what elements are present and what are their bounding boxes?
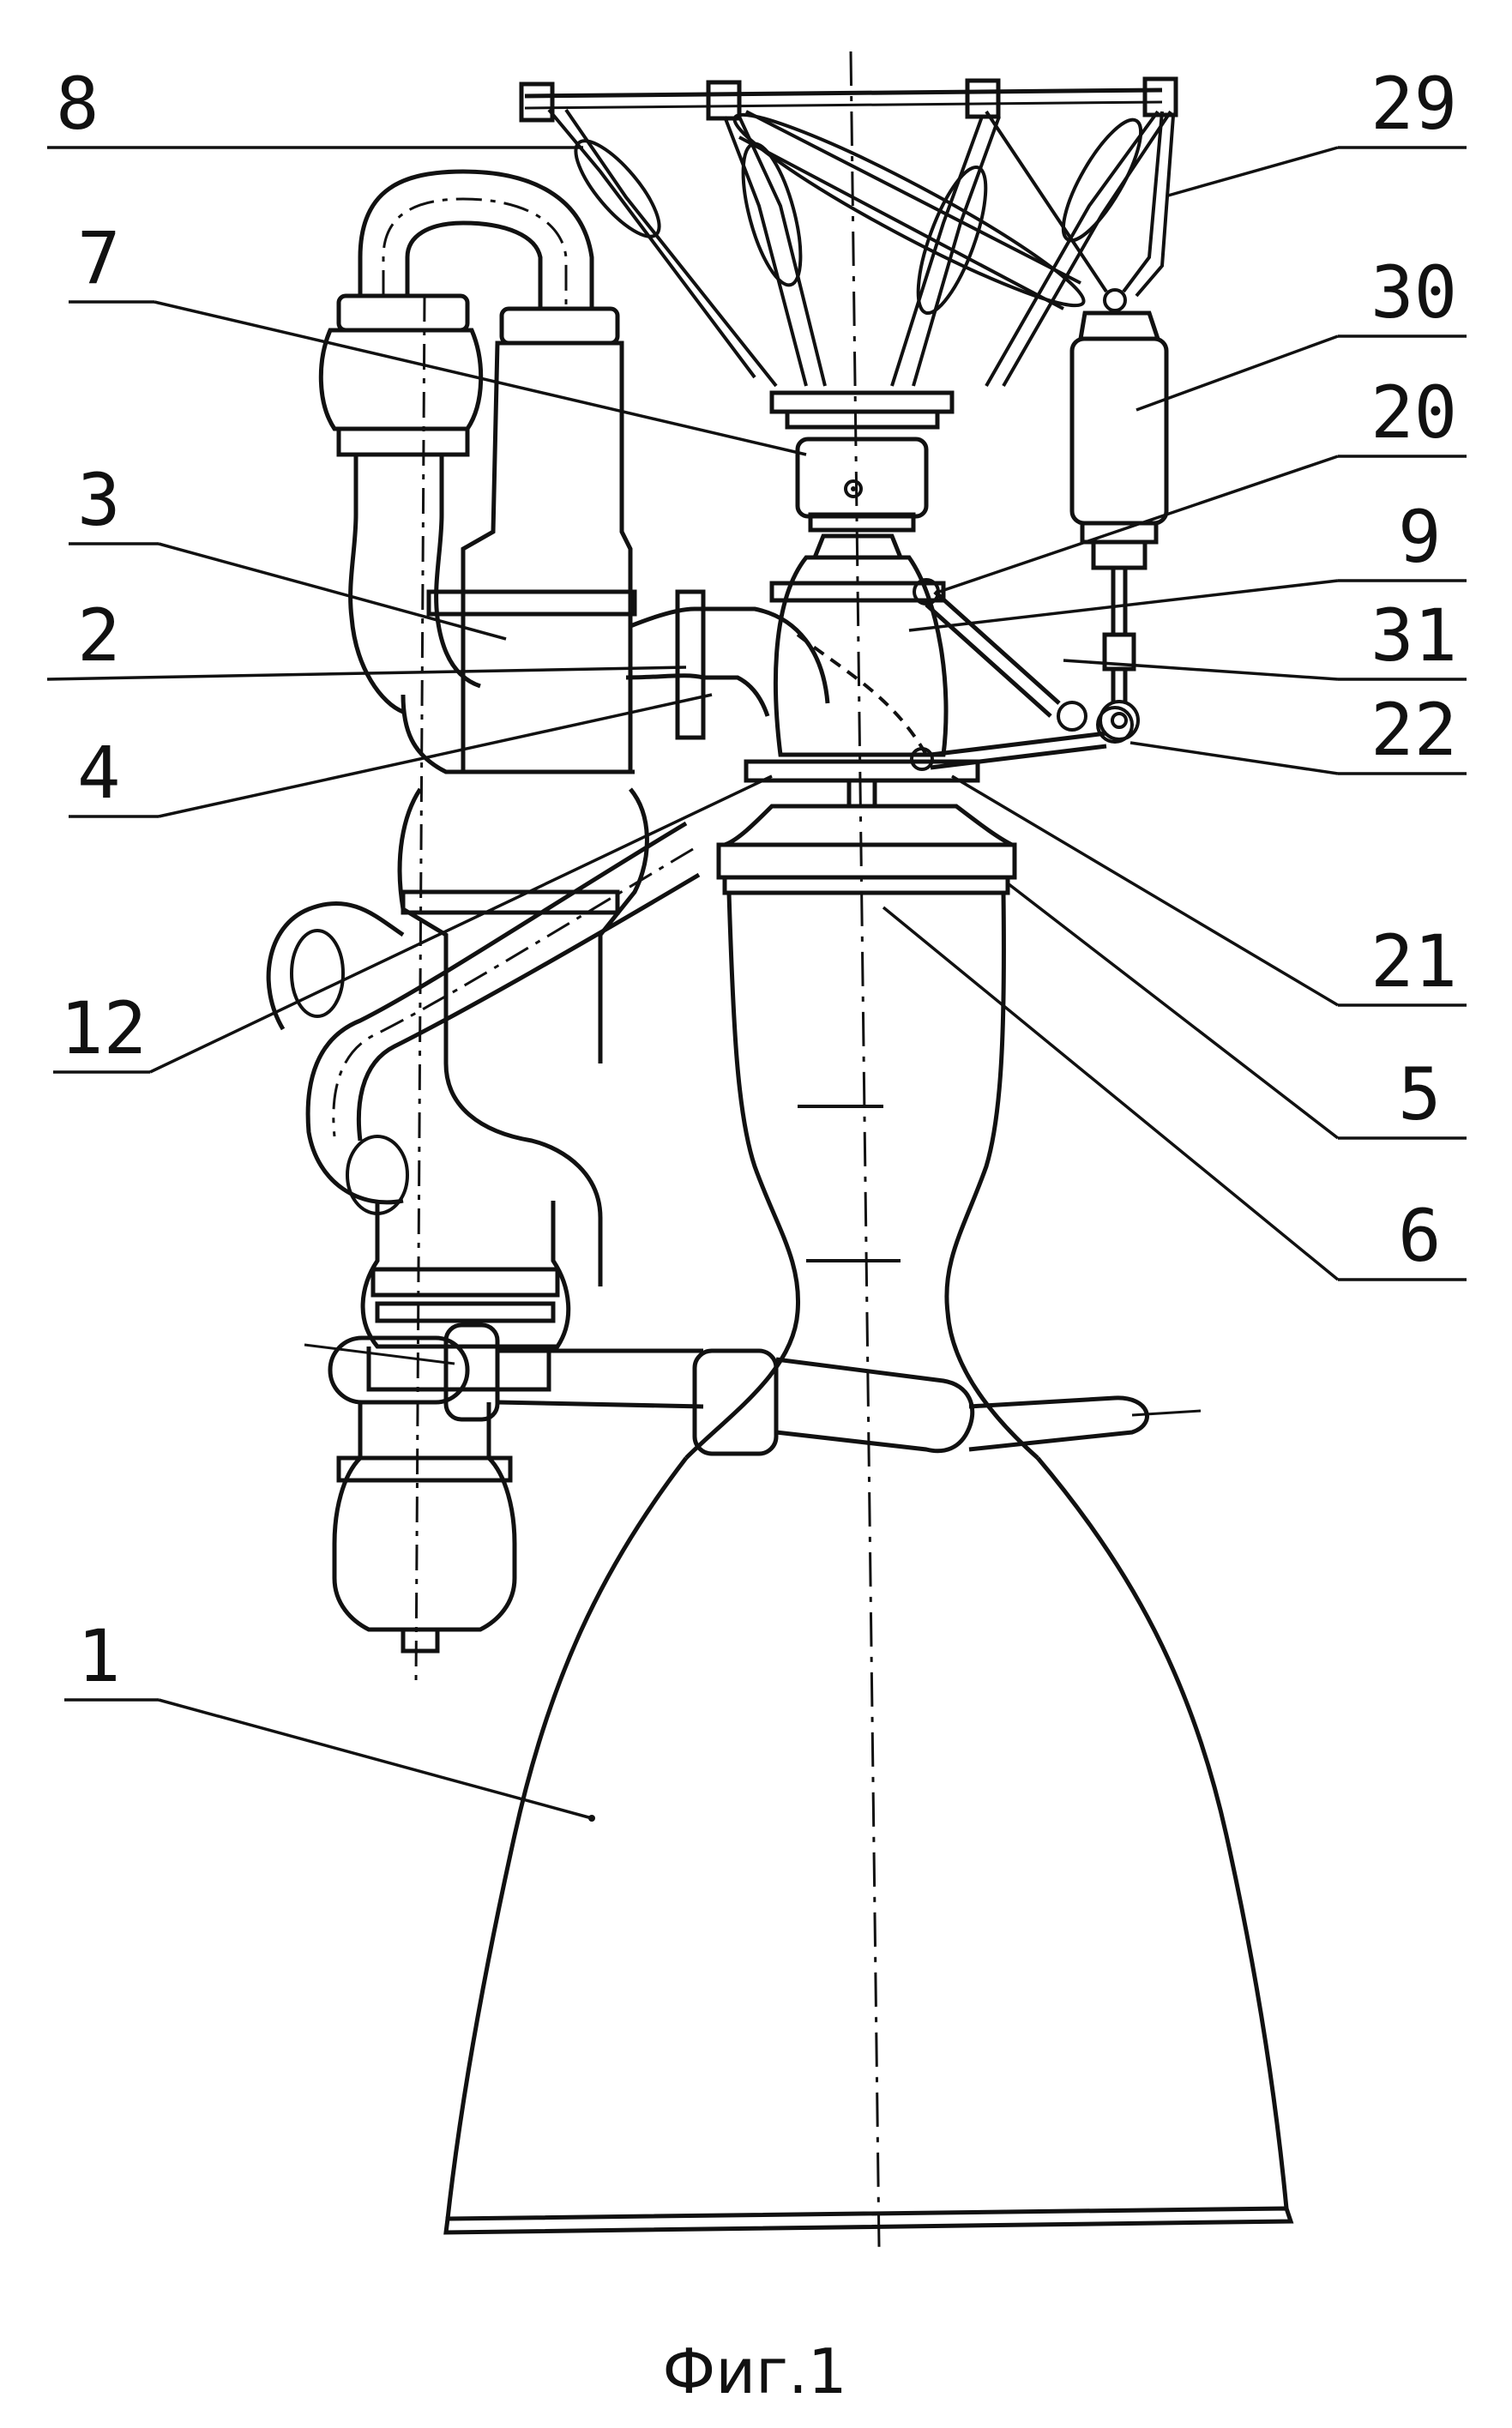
callout-4: 4 xyxy=(69,695,712,816)
svg-text:1: 1 xyxy=(77,1614,121,1698)
svg-text:22: 22 xyxy=(1370,688,1457,772)
callout-2: 2 xyxy=(47,593,686,679)
svg-text:31: 31 xyxy=(1370,593,1457,678)
svg-text:3: 3 xyxy=(77,458,121,542)
callout-12: 12 xyxy=(53,776,772,1072)
nozzle xyxy=(446,806,1291,2232)
thrust-frame xyxy=(521,79,1176,530)
engine-center-axis xyxy=(851,51,879,2247)
svg-text:4: 4 xyxy=(77,731,121,815)
svg-text:30: 30 xyxy=(1370,250,1457,334)
actuator xyxy=(1072,290,1166,739)
svg-text:12: 12 xyxy=(60,986,147,1070)
callout-22: 22 xyxy=(1130,688,1467,774)
svg-text:6: 6 xyxy=(1398,1194,1442,1278)
svg-text:7: 7 xyxy=(77,216,121,300)
svg-text:5: 5 xyxy=(1398,1052,1442,1136)
callout-20: 20 xyxy=(939,371,1467,592)
svg-text:9: 9 xyxy=(1398,495,1442,579)
callout-29: 29 xyxy=(1168,62,1467,196)
svg-text:20: 20 xyxy=(1370,371,1457,455)
svg-text:29: 29 xyxy=(1370,62,1457,146)
svg-text:2: 2 xyxy=(77,593,121,678)
callout-21: 21 xyxy=(952,776,1467,1005)
turbopump xyxy=(268,172,1201,1685)
callout-1: 1 xyxy=(64,1614,595,1822)
svg-text:8: 8 xyxy=(56,62,99,146)
chamber-head xyxy=(746,536,1132,806)
svg-text:21: 21 xyxy=(1370,919,1457,1003)
figure-caption: Фиг.1 xyxy=(662,2335,846,2407)
callout-8: 8 xyxy=(47,62,583,148)
callout-7: 7 xyxy=(69,216,806,455)
